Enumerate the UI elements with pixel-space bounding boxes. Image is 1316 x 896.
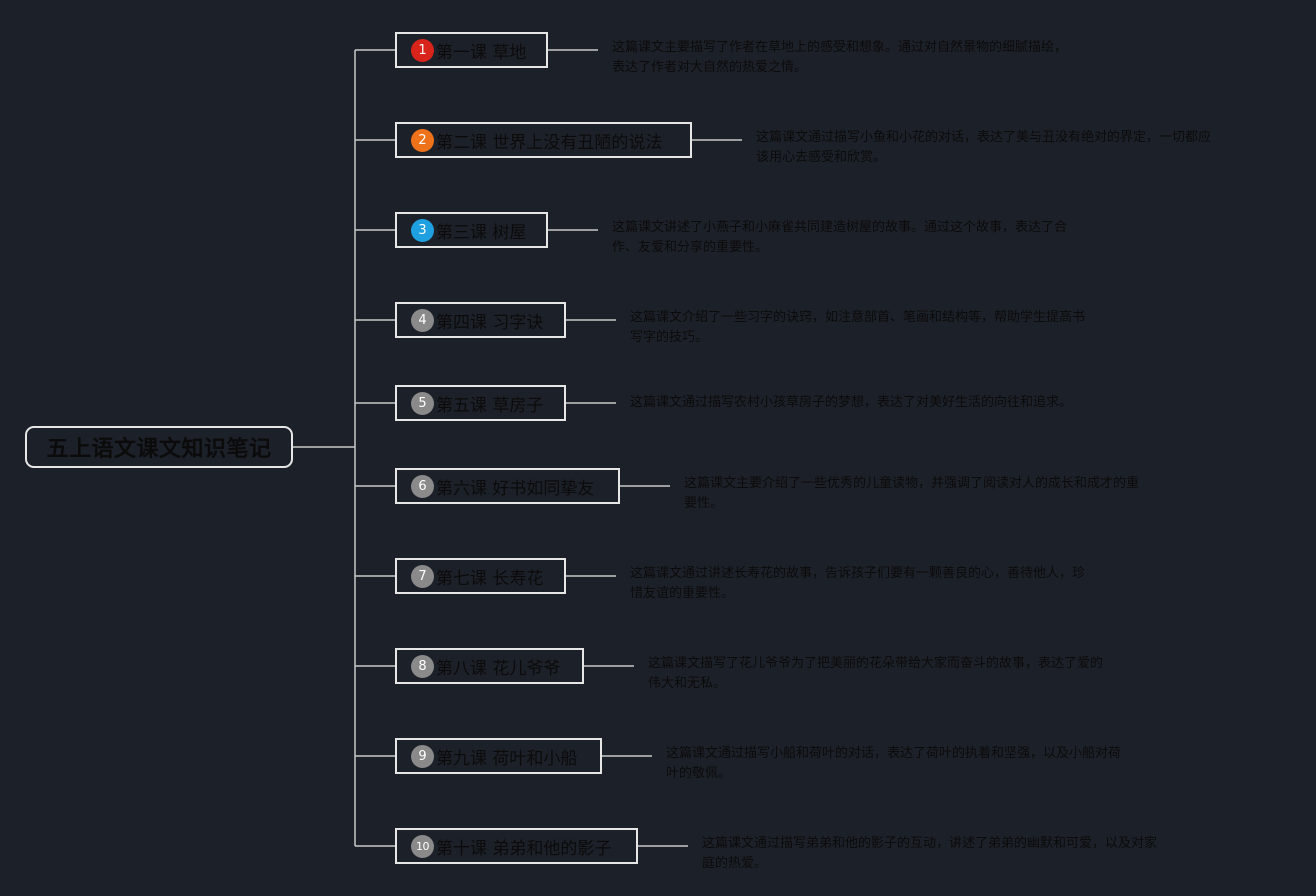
priority-6-icon: 6	[411, 474, 434, 498]
summary-line: 叶的敬佩。	[666, 766, 732, 781]
lesson-title: 第十课 弟弟和他的影子	[436, 838, 612, 859]
lesson-title: 第九课 荷叶和小船	[436, 748, 578, 769]
priority-2-icon: 2	[411, 128, 434, 152]
summary-line: 作、友爱和分享的重要性。	[612, 240, 769, 255]
priority-3-icon: 3	[411, 218, 434, 242]
priority-4-icon: 4	[411, 308, 434, 332]
lesson-summary-6[interactable]: 这篇课文主要介绍了一些优秀的儿童读物，并强调了阅读对人的成长和成才的重要性。	[684, 474, 1139, 514]
lesson-title: 第六课 好书如同挚友	[436, 478, 595, 499]
summary-line: 这篇课文主要介绍了一些优秀的儿童读物，并强调了阅读对人的成长和成才的重	[684, 476, 1140, 491]
summary-line: 伟大和无私。	[648, 676, 727, 691]
root-topic[interactable]: 五上语文课文知识笔记	[25, 426, 293, 468]
lesson-summary-10[interactable]: 这篇课文通过描写弟弟和他的影子的互动，讲述了弟弟的幽默和可爱，以及对家庭的热爱。	[702, 834, 1157, 874]
summary-line: 惜友谊的重要性。	[630, 586, 735, 601]
root-topic-title: 五上语文课文知识笔记	[46, 437, 272, 462]
lesson-summary-8[interactable]: 这篇课文描写了花儿爷爷为了把美丽的花朵带给大家而奋斗的故事，表达了爱的伟大和无私…	[648, 654, 1103, 694]
lesson-title: 第五课 草房子	[436, 395, 544, 416]
priority-7-icon: 7	[411, 564, 434, 588]
priority-8-icon: 8	[411, 654, 434, 678]
summary-line: 这篇课文通过讲述长寿花的故事，告诉孩子们要有一颗善良的心，善待他人，珍	[630, 566, 1086, 581]
summary-line: 这篇课文描写了花儿爷爷为了把美丽的花朵带给大家而奋斗的故事，表达了爱的	[648, 656, 1104, 671]
lesson-summary-2[interactable]: 这篇课文通过描写小鱼和小花的对话，表达了美与丑没有绝对的界定，一切都应该用心去感…	[756, 128, 1211, 168]
priority-5-icon: 5	[411, 391, 434, 415]
priority-9-icon: 9	[411, 744, 434, 768]
summary-line: 这篇课文通过描写小鱼和小花的对话，表达了美与丑没有绝对的界定，一切都应	[756, 130, 1212, 145]
lesson-summary-5[interactable]: 这篇课文通过描写农村小孩草房子的梦想，表达了对美好生活的向往和追求。	[630, 393, 1072, 413]
summary-line: 这篇课文讲述了小燕子和小麻雀共同建造树屋的故事。通过这个故事，表达了合	[612, 220, 1068, 235]
lesson-title: 第二课 世界上没有丑陋的说法	[436, 132, 663, 153]
summary-line: 这篇课文介绍了一些习字的诀窍，如注意部首、笔画和结构等，帮助学生提高书	[630, 310, 1086, 325]
priority-1-icon: 1	[411, 38, 434, 62]
lesson-summary-9[interactable]: 这篇课文通过描写小船和荷叶的对话，表达了荷叶的执着和坚强，以及小船对荷叶的敬佩。	[666, 744, 1121, 784]
summary-line: 该用心去感受和欣赏。	[756, 150, 887, 165]
summary-line: 庭的热爱。	[702, 856, 768, 871]
lesson-summary-1[interactable]: 这篇课文主要描写了作者在草地上的感受和想象。通过对自然景物的细腻描绘， 表达了作者…	[612, 38, 1067, 78]
summary-line: 表达了作者对大自然的热爱之情。	[612, 60, 808, 75]
lesson-title: 第一课 草地	[436, 42, 527, 63]
summary-line: 要性。	[684, 496, 724, 511]
summary-line: 写字的技巧。	[630, 330, 709, 345]
summary-line: 这篇课文通过描写农村小孩草房子的梦想，表达了对美好生活的向往和追求。	[630, 395, 1073, 410]
summary-line: 这篇课文通过描写弟弟和他的影子的互动，讲述了弟弟的幽默和可爱，以及对家	[702, 836, 1158, 851]
lesson-title: 第七课 长寿花	[436, 568, 544, 589]
lesson-summary-7[interactable]: 这篇课文通过讲述长寿花的故事，告诉孩子们要有一颗善良的心，善待他人，珍惜友谊的重…	[630, 564, 1085, 604]
lesson-title: 第三课 树屋	[436, 222, 527, 243]
priority-10-icon: 10	[411, 834, 434, 858]
lesson-summary-4[interactable]: 这篇课文介绍了一些习字的诀窍，如注意部首、笔画和结构等，帮助学生提高书写字的技巧…	[630, 308, 1085, 348]
summary-line: 这篇课文主要描写了作者在草地上的感受和想象。通过对自然景物的细腻描绘，	[612, 40, 1068, 55]
lesson-title: 第四课 习字诀	[436, 312, 544, 333]
lesson-title: 第八课 花儿爷爷	[436, 658, 561, 679]
summary-line: 这篇课文通过描写小船和荷叶的对话，表达了荷叶的执着和坚强，以及小船对荷	[666, 746, 1122, 761]
lesson-summary-3[interactable]: 这篇课文讲述了小燕子和小麻雀共同建造树屋的故事。通过这个故事，表达了合作、友爱和…	[612, 218, 1067, 258]
